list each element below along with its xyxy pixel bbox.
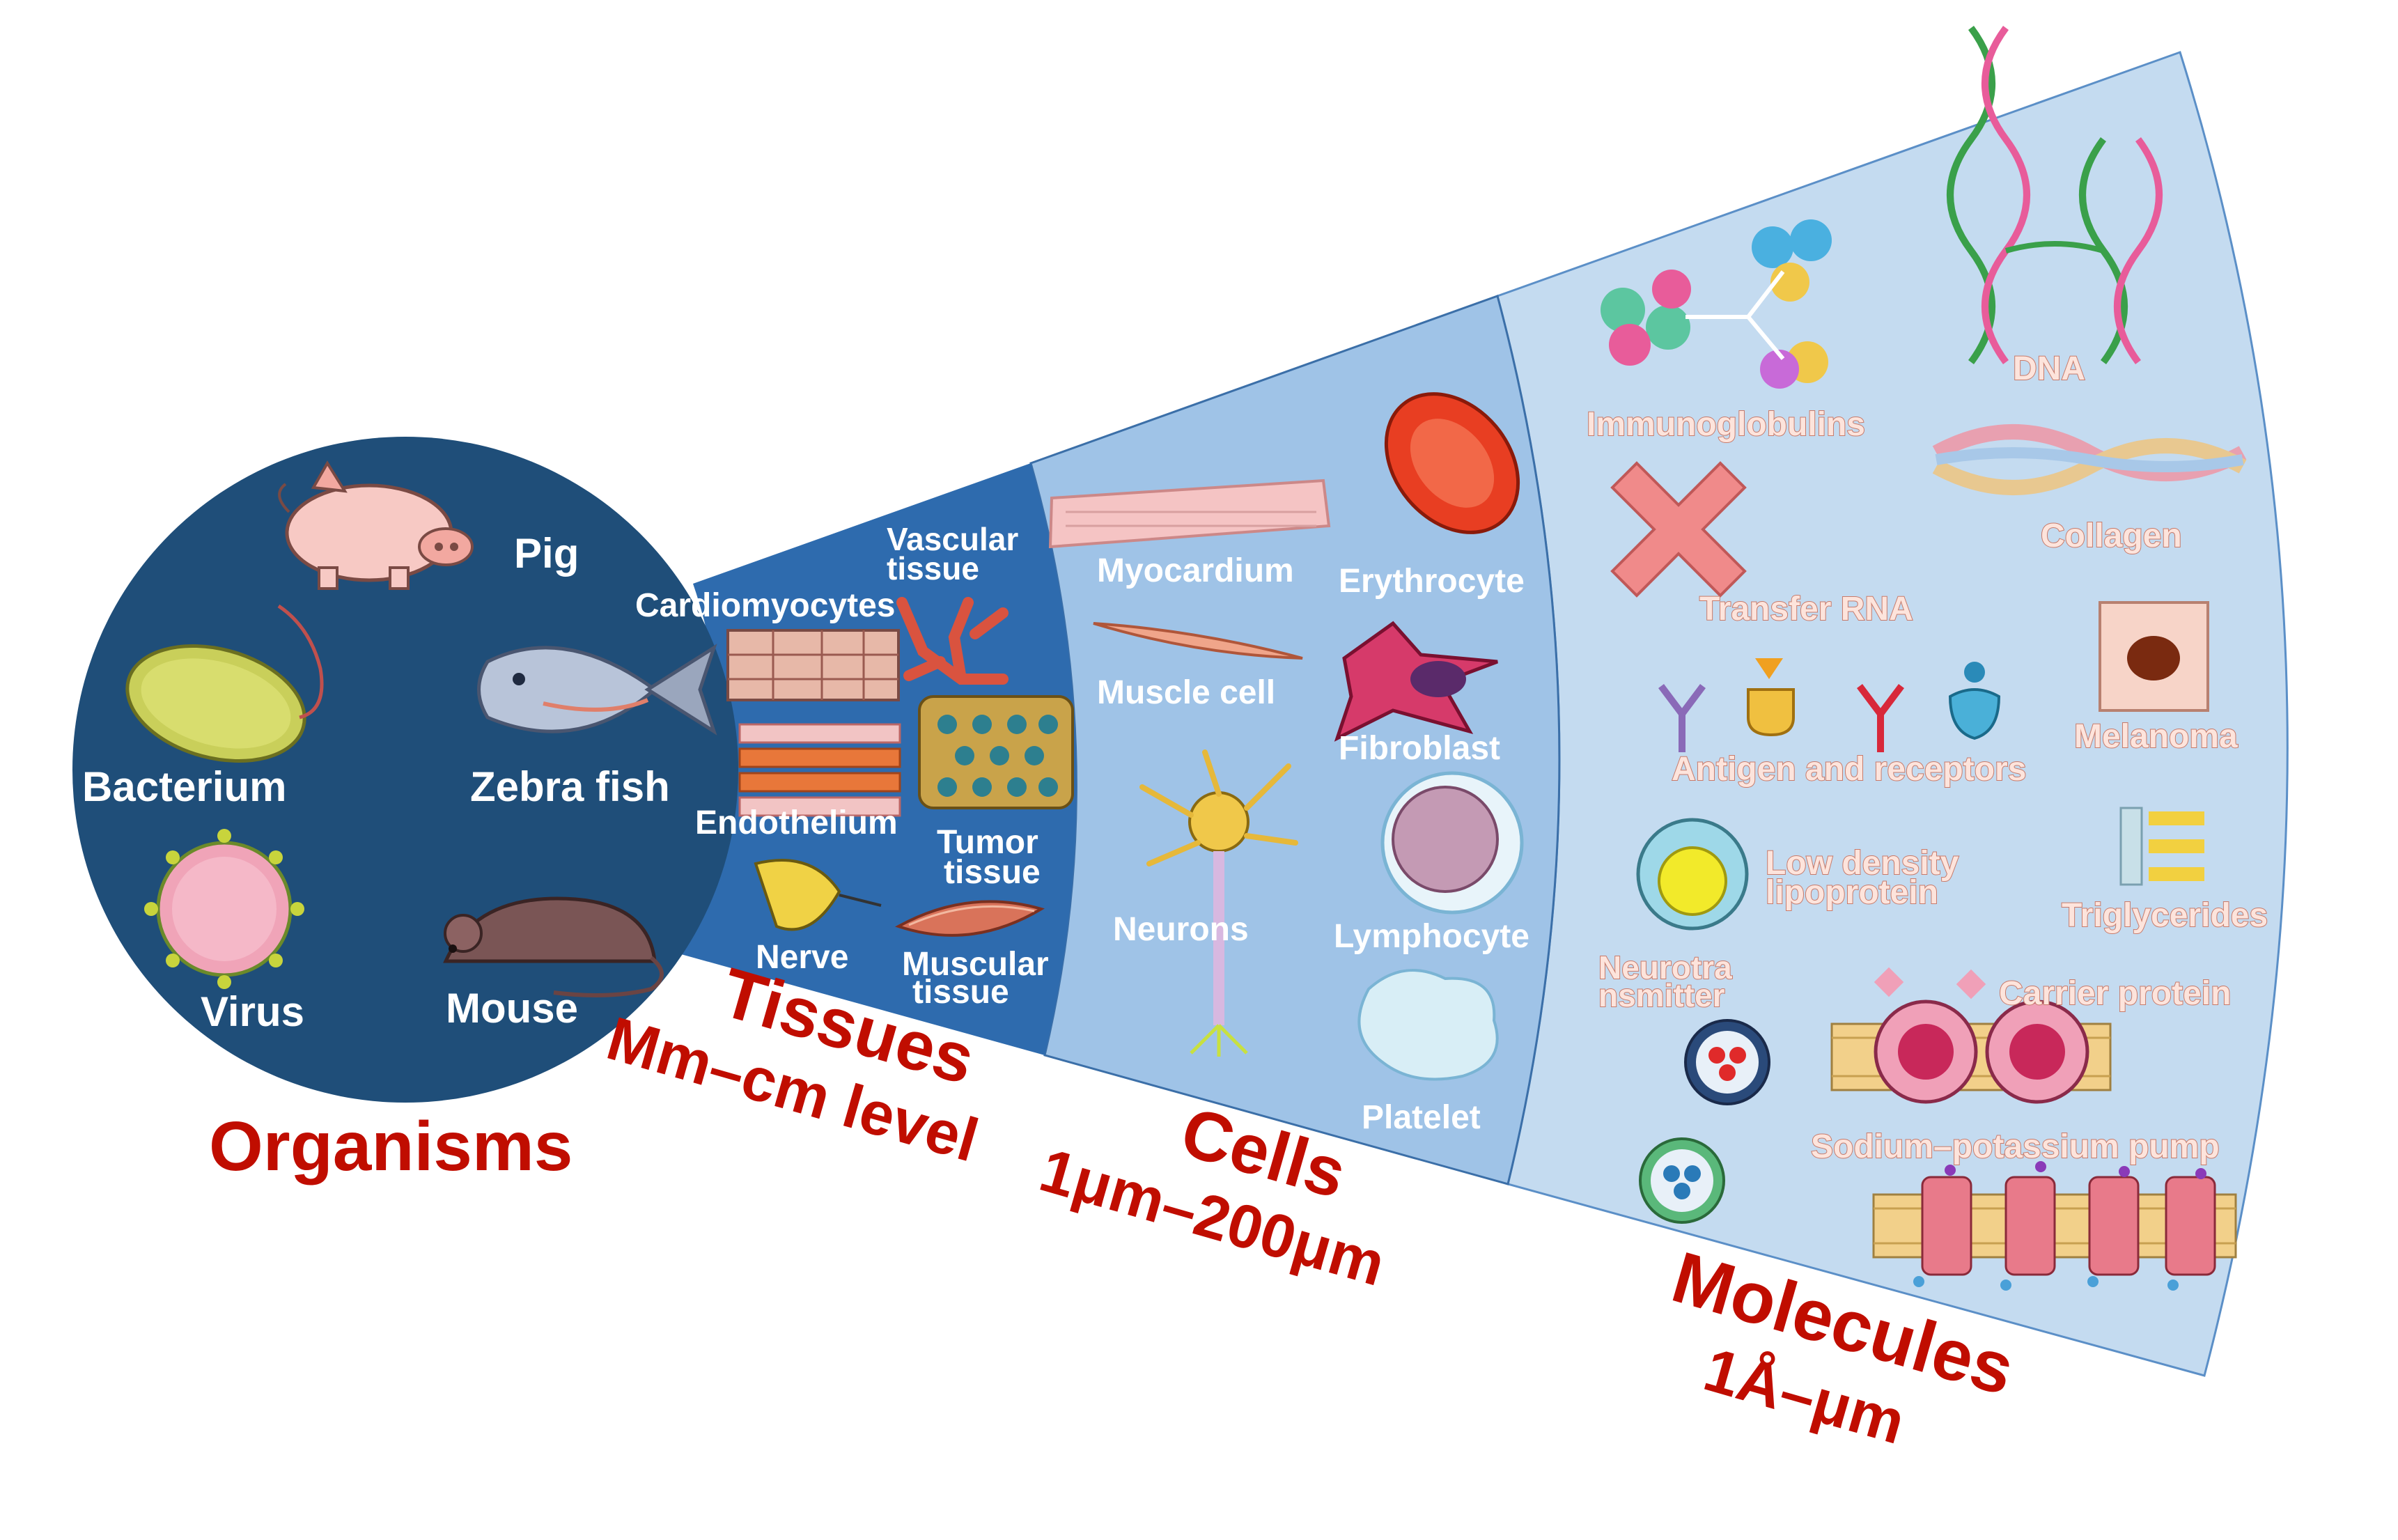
neurotransmitter-vesicle-red-icon <box>1684 1019 1770 1105</box>
label-neurons: Neurons <box>1113 911 1249 948</box>
label-neurotransmitter-1: Neurotra <box>1598 949 1732 986</box>
organisms-title: Organisms <box>209 1107 573 1185</box>
label-zebra-fish: Zebra fish <box>470 763 670 810</box>
sodium-potassium-pump-icon <box>1872 1161 2237 1291</box>
label-nerve: Nerve <box>756 939 848 976</box>
label-tumor-1: Tumor <box>937 824 1038 861</box>
label-fibroblast: Fibroblast <box>1339 730 1500 767</box>
label-endothelium: Endothelium <box>695 804 898 841</box>
label-pig: Pig <box>514 530 579 577</box>
label-sodium-pump: Sodium–potassium pump <box>1811 1128 2220 1165</box>
label-muscle-cell: Muscle cell <box>1097 674 1275 711</box>
label-neurotransmitter-2: nsmitter <box>1598 977 1725 1013</box>
collagen-icon <box>1932 424 2247 495</box>
ldl-icon <box>1636 818 1749 931</box>
nerve-icon <box>754 859 882 931</box>
label-immunoglobulins: Immunoglobulins <box>1587 406 1865 443</box>
label-platelet: Platelet <box>1362 1099 1481 1136</box>
label-transfer-rna: Transfer RNA <box>1699 591 1913 628</box>
label-tumor-2: tissue <box>944 854 1041 891</box>
label-lymphocyte: Lymphocyte <box>1334 918 1529 955</box>
label-cardiomyocytes: Cardiomyocytes <box>635 587 895 624</box>
label-myocardium: Myocardium <box>1097 552 1294 589</box>
neuron-icon <box>1139 749 1298 1057</box>
bacterium-icon <box>125 604 324 763</box>
melanoma-icon <box>2099 601 2209 712</box>
triglycerides-icon <box>2119 807 2204 886</box>
label-erythrocyte: Erythrocyte <box>1339 563 1525 600</box>
vascular-tissue-icon <box>896 597 1009 685</box>
neurotransmitter-vesicle-blue-icon <box>1639 1137 1725 1224</box>
label-vascular-1: Vascular <box>887 521 1018 557</box>
label-triglycerides: Triglycerides <box>2062 897 2268 934</box>
label-ldl-1: Low density <box>1766 845 1959 882</box>
label-antigen-receptors: Antigen and receptors <box>1672 751 2026 788</box>
virus-icon <box>144 829 304 989</box>
muscle-cell-icon <box>1093 622 1303 660</box>
label-bacterium: Bacterium <box>82 763 286 810</box>
label-dna: DNA <box>2013 350 2085 387</box>
label-muscular-1: Muscular <box>902 946 1049 983</box>
dna-icon <box>1947 26 2163 364</box>
lymphocyte-icon <box>1380 771 1524 915</box>
cardiomyocytes-icon <box>726 629 900 701</box>
mouse-icon <box>443 896 664 997</box>
label-ldl-2: lipoprotein <box>1766 874 1938 911</box>
zebra-fish-icon <box>477 644 717 736</box>
muscular-tissue-icon <box>895 900 1045 937</box>
label-melanoma: Melanoma <box>2074 718 2238 755</box>
label-vascular-2: tissue <box>887 550 979 586</box>
immunoglobulin-icon <box>1601 219 1832 389</box>
myocardium-icon <box>1048 479 1331 549</box>
pig-icon <box>278 460 474 590</box>
tumor-tissue-icon <box>918 695 1074 809</box>
molecules-band <box>1496 51 2289 1377</box>
fibroblast-icon <box>1334 621 1498 742</box>
label-mouse: Mouse <box>446 985 578 1032</box>
carrier-protein-icon <box>1830 967 2112 1104</box>
label-collagen: Collagen <box>2041 518 2182 554</box>
label-carrier-protein: Carrier protein <box>1999 975 2231 1012</box>
endothelium-icon <box>738 723 901 817</box>
label-muscular-2: tissue <box>912 974 1009 1011</box>
label-virus: Virus <box>201 988 304 1035</box>
platelet-icon <box>1357 969 1499 1081</box>
antigen-receptors-icon <box>1658 658 2001 752</box>
erythrocyte-icon <box>1384 392 1520 534</box>
transfer-rna-icon <box>1610 461 1747 598</box>
